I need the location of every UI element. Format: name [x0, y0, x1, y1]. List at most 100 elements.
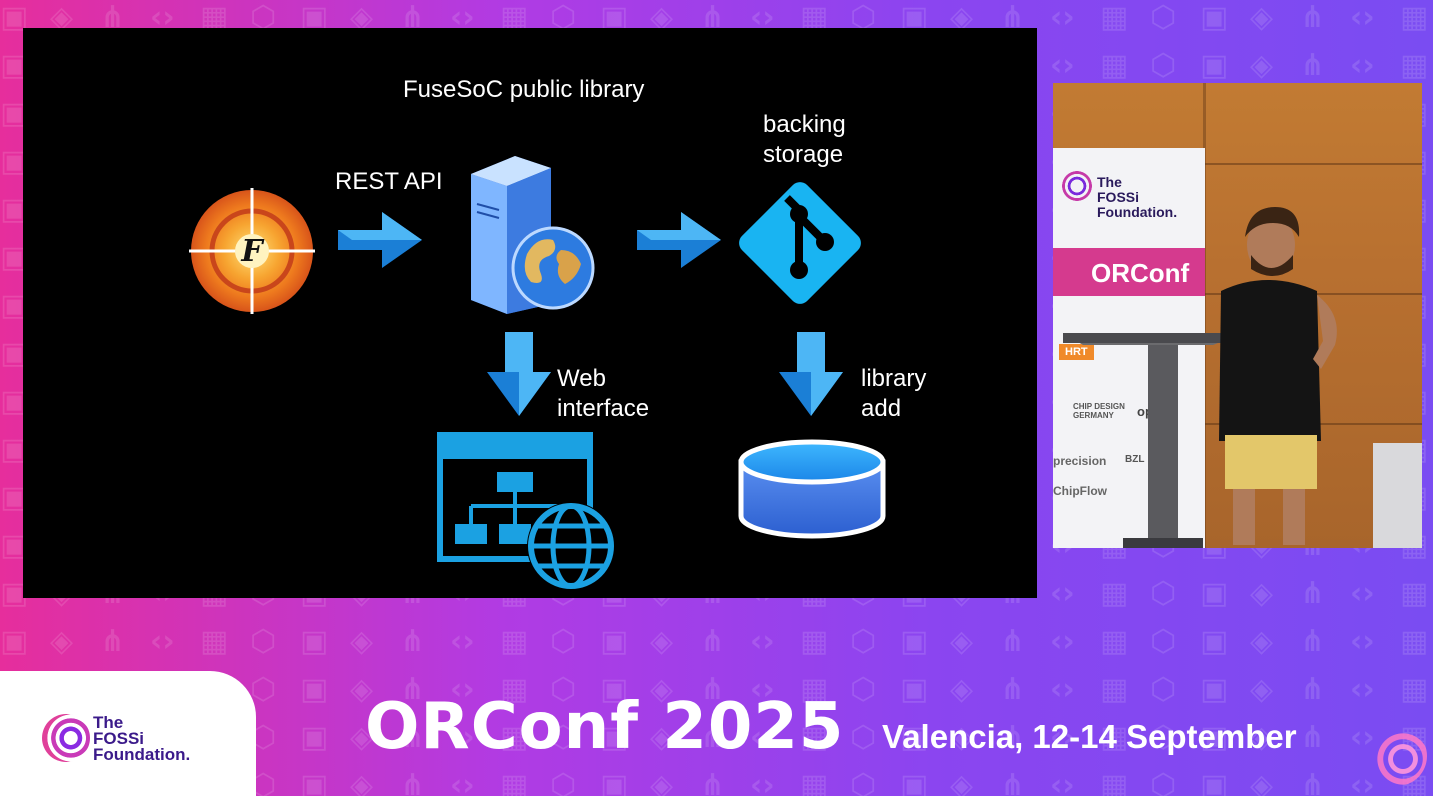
pattern-glyph: ⋔ — [1300, 624, 1326, 659]
pattern-glyph: ‹› — [1050, 48, 1075, 83]
pattern-glyph: ⋔ — [1000, 768, 1026, 796]
pattern-glyph: ⬡ — [250, 672, 277, 707]
pattern-glyph: ▣ — [300, 768, 329, 796]
rollup-event: ORConf — [1091, 258, 1190, 288]
pattern-glyph: ⬡ — [550, 624, 577, 659]
rollup-brand: The FOSSi Foundation. — [1097, 174, 1178, 220]
pattern-glyph: ▣ — [900, 720, 929, 755]
rollup-event-band: ORConf — [1053, 248, 1205, 296]
web-interface-label-line1: Web — [557, 365, 606, 392]
pattern-glyph: ⋔ — [700, 624, 726, 659]
fossi-logo-icon — [42, 714, 90, 762]
pattern-glyph: ⋔ — [1000, 720, 1026, 755]
speaker-camera-feed: The FOSSi Foundation. ORConf HRT CHIP DE… — [1053, 83, 1422, 548]
pattern-glyph: ‹› — [450, 672, 475, 707]
pattern-glyph: ⬡ — [550, 672, 577, 707]
pattern-glyph: ▦ — [500, 672, 529, 707]
pattern-glyph: ⬡ — [1150, 624, 1177, 659]
fossi-badge: The FOSSi Foundation. — [0, 671, 256, 796]
pattern-glyph: ‹› — [1050, 576, 1075, 611]
pattern-glyph: ⬡ — [850, 720, 877, 755]
pattern-glyph: ⋔ — [400, 624, 426, 659]
pattern-glyph: ⋔ — [1300, 768, 1326, 796]
backing-storage-label-line2: storage — [763, 141, 844, 168]
pattern-glyph: ▦ — [1100, 624, 1129, 659]
pattern-glyph: ⋔ — [1300, 48, 1326, 83]
pattern-glyph: ◈ — [650, 672, 674, 707]
pattern-glyph: ▣ — [900, 624, 929, 659]
pattern-glyph: ◈ — [50, 0, 74, 35]
podium — [1063, 333, 1243, 548]
arrow-down-icon — [487, 332, 551, 416]
pattern-glyph: ⋔ — [400, 720, 426, 755]
pattern-glyph: ‹› — [450, 624, 475, 659]
pattern-glyph: ◈ — [1250, 720, 1274, 755]
slide-title: FuseSoC public library — [403, 76, 645, 103]
fusesoc-logo-icon: F — [189, 188, 315, 314]
pattern-glyph: ⋔ — [1300, 0, 1326, 35]
sponsor-hrt: HRT — [1059, 344, 1094, 360]
pattern-glyph: ⬡ — [550, 720, 577, 755]
pattern-glyph: ▣ — [600, 624, 629, 659]
pattern-glyph: ▦ — [500, 768, 529, 796]
pattern-glyph: ⬡ — [1150, 0, 1177, 35]
backing-storage-label-line1: backing — [763, 111, 846, 138]
pattern-glyph: ▦ — [1400, 576, 1429, 611]
rest-api-label: REST API — [335, 168, 443, 195]
pattern-glyph: ▦ — [1400, 672, 1429, 707]
pattern-glyph: ⬡ — [1150, 768, 1177, 796]
pattern-glyph: ▦ — [1100, 672, 1129, 707]
pattern-glyph: ▣ — [600, 672, 629, 707]
pattern-glyph: ▣ — [1200, 672, 1229, 707]
pattern-glyph: ⬡ — [1150, 576, 1177, 611]
pattern-glyph: ▦ — [1100, 0, 1129, 35]
pattern-glyph: ▦ — [1400, 624, 1429, 659]
pattern-glyph: ▦ — [800, 672, 829, 707]
fossi-corner-logo-icon — [1367, 726, 1427, 786]
speaker-person — [1219, 207, 1337, 545]
pattern-glyph: ‹› — [750, 672, 775, 707]
pattern-glyph: ⋔ — [100, 624, 126, 659]
sponsor-bzl: BZL — [1125, 454, 1145, 465]
pattern-glyph: ▦ — [1100, 48, 1129, 83]
pattern-glyph: ‹› — [1050, 720, 1075, 755]
pattern-glyph: ▦ — [1400, 48, 1429, 83]
pattern-glyph: ⋔ — [700, 720, 726, 755]
pattern-glyph: ▣ — [900, 768, 929, 796]
pattern-glyph: ‹› — [1050, 768, 1075, 796]
pattern-glyph: ▦ — [1400, 0, 1429, 35]
pattern-glyph: ▦ — [500, 720, 529, 755]
pattern-glyph: ◈ — [350, 768, 374, 796]
pattern-glyph: ▣ — [1200, 720, 1229, 755]
pattern-glyph: ⬡ — [550, 768, 577, 796]
pattern-glyph: ▦ — [1100, 576, 1129, 611]
pattern-glyph: ◈ — [350, 624, 374, 659]
pattern-glyph: ⋔ — [1000, 624, 1026, 659]
pattern-glyph: ‹› — [1350, 768, 1375, 796]
pattern-glyph: ▦ — [1100, 720, 1129, 755]
pattern-glyph: ⋔ — [400, 672, 426, 707]
pattern-glyph: ‹› — [450, 720, 475, 755]
pattern-glyph: ◈ — [50, 624, 74, 659]
pattern-glyph: ▣ — [1200, 624, 1229, 659]
pattern-glyph: ▦ — [800, 624, 829, 659]
web-sitemap-icon — [437, 432, 615, 590]
pattern-glyph: ◈ — [650, 768, 674, 796]
arrow-right-icon — [338, 212, 422, 268]
pattern-glyph: ⋔ — [1300, 672, 1326, 707]
pattern-glyph: ◈ — [1250, 48, 1274, 83]
pattern-glyph: ◈ — [650, 0, 674, 35]
pattern-glyph: ⬡ — [850, 672, 877, 707]
pattern-glyph: ⋔ — [700, 768, 726, 796]
pattern-glyph: ⬡ — [250, 624, 277, 659]
pattern-glyph: ⋔ — [1000, 672, 1026, 707]
pattern-glyph: ◈ — [1250, 624, 1274, 659]
pattern-glyph: ▦ — [800, 720, 829, 755]
pattern-glyph: ‹› — [1350, 672, 1375, 707]
pattern-glyph: ▣ — [600, 720, 629, 755]
pattern-glyph: ▣ — [600, 768, 629, 796]
pattern-glyph: ◈ — [1250, 672, 1274, 707]
pattern-glyph: ▣ — [300, 624, 329, 659]
pattern-glyph: ◈ — [1250, 576, 1274, 611]
pattern-glyph: ▣ — [1200, 0, 1229, 35]
